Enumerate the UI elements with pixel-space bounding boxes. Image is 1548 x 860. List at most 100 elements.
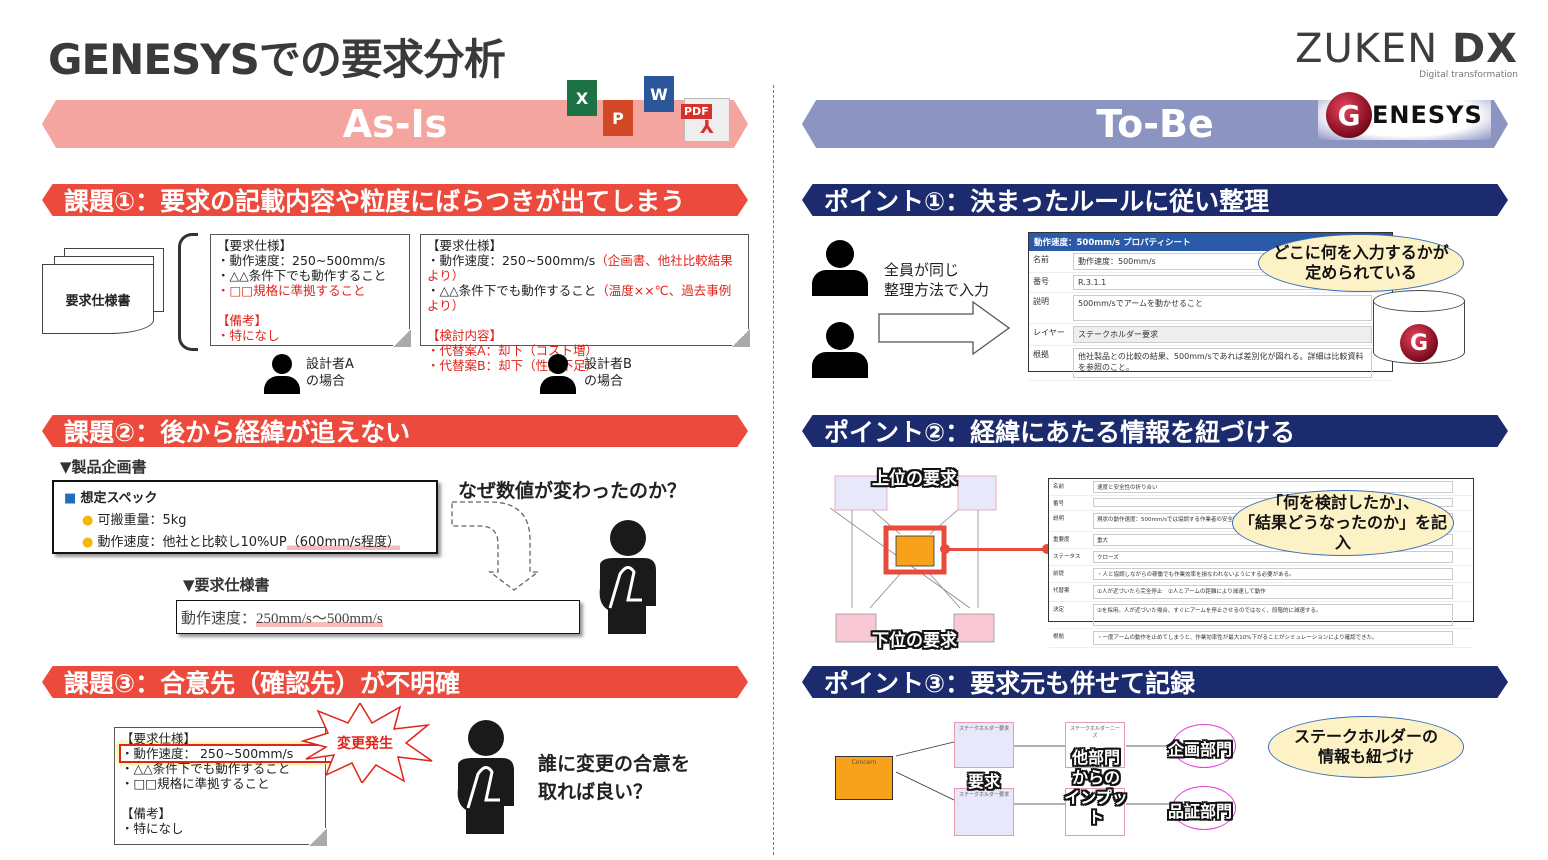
person-icon: [812, 322, 868, 378]
spec-doc-title: ▼要求仕様書: [183, 576, 270, 594]
why-question: なぜ数値が変わったのか？: [458, 480, 687, 502]
note-line: ・□□規格に準拠すること: [121, 776, 270, 791]
plan-doc-box: ■ 想定スペック ● 可搬重量：5kg ● 動作速度：他社と比較し10%UP（6…: [52, 480, 438, 554]
plan-item: 動作速度：他社と比較し10%UP: [97, 535, 287, 550]
page-fold-icon: [309, 828, 327, 846]
burst-icon: [300, 703, 433, 783]
callout-line: 「結果どうなったのか」を記入: [1238, 513, 1447, 552]
assumption-field[interactable]: ・人と協調しながらの稼働でも作業効率を損なわれないようにする必要がある。: [1093, 568, 1453, 580]
callout-line: どこに何を入力するかが: [1273, 243, 1449, 262]
note-line: ・△△条件下でも動作すること: [427, 283, 597, 298]
issue3-heading: 課題③：合意先（確認先）が不明確: [42, 666, 748, 698]
thinking-person-icon: [457, 720, 514, 834]
point1-heading: ポイント①：決まったルールに従い整理: [802, 184, 1508, 216]
rationale-field[interactable]: ・一度アームの動作を止めてしまうと、作業効率性が最大10%下がることがシミュレー…: [1093, 631, 1453, 645]
designer-b-name: 設計者B: [584, 357, 632, 372]
note-line: ・動作速度：250~500mm/s: [427, 253, 596, 268]
asis-banner: As-Is: [42, 100, 748, 148]
genesys-g-icon: G: [1326, 92, 1372, 138]
qa-dept-label: 品証部門: [1168, 802, 1233, 821]
person-icon: [540, 354, 576, 394]
note-line: 【備考】: [217, 313, 268, 328]
excel-icon: X: [567, 80, 597, 116]
spec-doc-box: 動作速度：250mm/s～500mm/s: [176, 600, 580, 634]
powerpoint-icon: P: [603, 100, 633, 136]
dept-ellipse-icon: [1172, 724, 1236, 768]
person-icon: [264, 354, 300, 394]
person-icon: [812, 240, 868, 296]
note-line: 【検討内容】: [427, 328, 503, 343]
page-fold-icon: [393, 329, 411, 347]
dot-bullet-icon: ●: [82, 513, 94, 528]
link-line: [944, 548, 1048, 551]
plan-box-title: 想定スペック: [80, 491, 158, 506]
rationale-field[interactable]: 他社製品との比較の結果、500mm/sであれば差別化が図れる。詳細は比較資料を参…: [1073, 348, 1372, 378]
rule-callout: どこに何を入力するかが 定められている: [1258, 234, 1464, 292]
designer-b-case: の場合: [584, 374, 624, 389]
stakeholder-requirement-box: ステークホルダー要求: [954, 788, 1014, 836]
link-dot-icon: [1042, 544, 1052, 554]
genesys-logo: G ENESYS: [1318, 90, 1491, 140]
field-label: 番号: [1033, 277, 1049, 286]
name-field[interactable]: 速度と安全性の折り合い: [1093, 481, 1453, 493]
issue1-heading: 課題①：要求の記載内容や粒度にばらつきが出てしまう: [42, 184, 748, 216]
callout-line: 「何を検討したか」、: [1266, 493, 1419, 512]
lower-requirement-label: 下位の要求: [872, 631, 957, 651]
callout-line: ステークホルダーの: [1293, 727, 1438, 746]
right-arrow-icon: [878, 300, 1011, 356]
field-label: 前提: [1053, 571, 1065, 577]
pdf-icon: PDF ⅄: [681, 98, 730, 142]
logo-text: ZUKEN: [1295, 26, 1439, 72]
plan-item: 可搬重量：5kg: [97, 513, 187, 528]
traceability-diagram: [830, 475, 997, 643]
plan-highlight: （600mm/s程度）: [286, 535, 401, 550]
doc-label: 要求仕様書: [42, 264, 154, 334]
issue2-heading: 課題②：後から経緯が追えない: [42, 415, 748, 447]
question-line: 取れば良い？: [538, 781, 653, 803]
note-line: 【備考】: [121, 806, 172, 821]
genesys-database-icon: G: [1373, 290, 1465, 374]
logo-bold-text: DX: [1451, 26, 1518, 72]
consent-question: 誰に変更の合意を 取れば良い？: [538, 750, 690, 806]
status-select[interactable]: クローズ: [1093, 551, 1453, 563]
field-label: 番号: [1053, 501, 1065, 507]
highlighted-speed-line: ・動作速度： 250~500mm/s: [119, 744, 351, 763]
note-line: ・特になし: [121, 821, 184, 836]
dot-bullet-icon: ●: [82, 535, 94, 550]
note-spec-change: 【要求仕様】 ・動作速度： 250~500mm/s ・△△条件下でも動作すること…: [114, 727, 351, 846]
field-label: 根拠: [1033, 350, 1049, 359]
description-field[interactable]: 500mm/sでアームを動かせること: [1073, 295, 1372, 321]
stakeholder-need-box: ステークホルダーニーズ: [1065, 722, 1125, 768]
word-icon: W: [644, 76, 674, 112]
genesys-wordmark: ENESYS: [1372, 101, 1483, 129]
record-callout: 「何を検討したか」、 「結果どうなったのか」を記入: [1232, 490, 1454, 556]
note-line: 【要求仕様】: [427, 238, 503, 253]
zuken-dx-logo: ZUKEN DX Digital transformation: [1295, 28, 1518, 80]
spec-label: 動作速度：: [181, 611, 257, 627]
note-designer-a: 【要求仕様】 ・動作速度：250~500mm/s ・△△条件下でも動作すること …: [210, 234, 411, 347]
label-line: インプット: [1064, 788, 1128, 827]
field-label: 説明: [1033, 297, 1049, 306]
alternatives-field[interactable]: ①人が近づいたら完全停止 ②人とアームの距離により減速して動作: [1093, 585, 1453, 599]
link-dot-icon: [940, 544, 950, 554]
designer-a-case: の場合: [306, 374, 346, 389]
field-label: 説明: [1053, 516, 1065, 522]
field-label: 重要度: [1053, 537, 1070, 543]
layer-select[interactable]: ステークホルダー要求: [1073, 326, 1372, 343]
upper-requirement-label: 上位の要求: [872, 469, 957, 489]
requirement-doc-stack: 要求仕様書: [42, 248, 172, 338]
label-line: 他部門: [1071, 748, 1120, 767]
note-line: 【要求仕様】: [121, 731, 197, 746]
input-caption: 全員が同じ 整理方法で入力: [884, 260, 989, 300]
change-burst-label: 変更発生: [337, 736, 393, 752]
field-label: レイヤー: [1033, 328, 1065, 337]
stakeholder-callout: ステークホルダーの 情報も紐づけ: [1268, 716, 1464, 778]
other-dept-input-label: 他部門 からの インプット: [1058, 748, 1134, 828]
field-label: 代替案: [1053, 588, 1070, 594]
thinking-person-icon: [599, 520, 656, 634]
note-line: ・△△条件下でも動作すること: [121, 761, 291, 776]
genesys-g-icon: G: [1400, 324, 1438, 362]
decision-field[interactable]: ②を採用。人が近づいた場合、すぐにアームを停止させるのではなく、段階的に減速する…: [1093, 604, 1453, 626]
planning-dept-label: 企画部門: [1168, 740, 1233, 759]
